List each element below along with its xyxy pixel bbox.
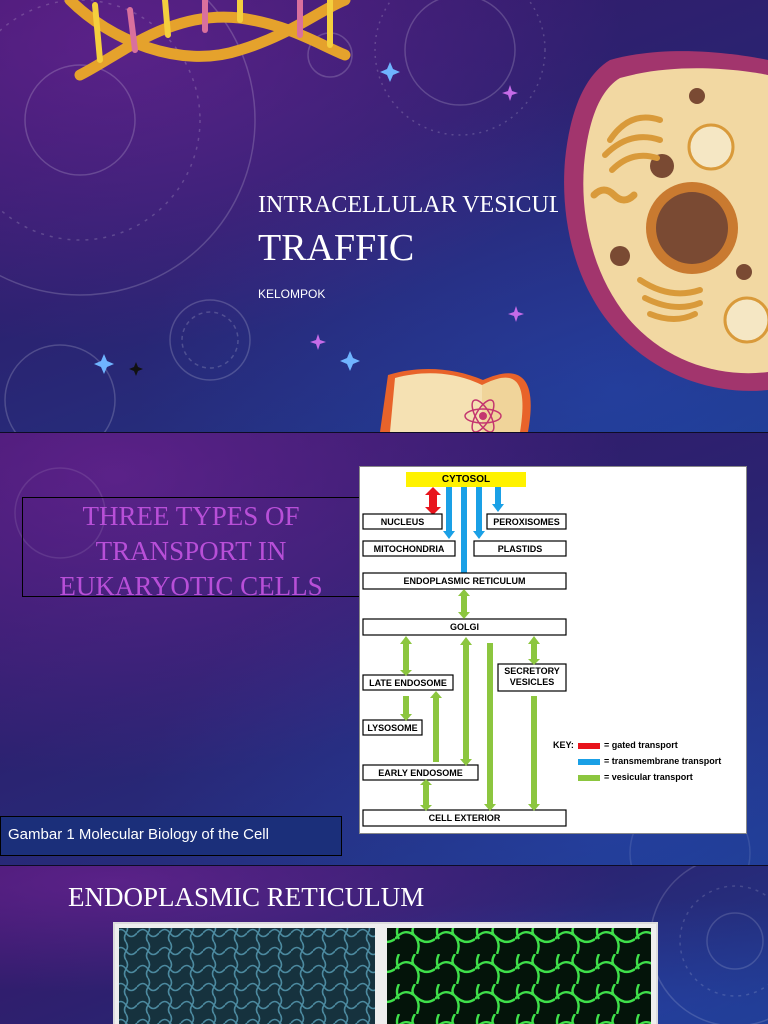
legend-swatches xyxy=(578,743,600,781)
open-book-icon xyxy=(380,368,531,432)
figure-caption: Gambar 1 Molecular Biology of the Cell xyxy=(8,826,269,843)
label-early-endosome: EARLY ENDOSOME xyxy=(378,768,463,778)
slide-subtitle: KELOMPOK xyxy=(258,287,326,301)
er-micrographs xyxy=(113,922,658,1024)
label-late-endosome: LATE ENDOSOME xyxy=(369,678,447,688)
legend-transmembrane: = transmembrane transport xyxy=(604,756,722,766)
heading-line-3: EUKARYOTIC CELLS xyxy=(59,571,323,601)
vesicular-arrows xyxy=(403,595,537,807)
legend-gated: = gated transport xyxy=(604,740,678,750)
label-golgi: GOLGI xyxy=(450,622,479,632)
label-plastids: PLASTIDS xyxy=(497,544,543,554)
title-slide-art xyxy=(0,0,768,432)
title-slide: INTRACELLULAR VESICULAR TRAFFIC KELOMPOK xyxy=(0,0,768,432)
diagram-canvas xyxy=(362,472,600,827)
label-cell-exterior: CELL EXTERIOR xyxy=(428,813,501,823)
cytosol-box xyxy=(406,472,526,487)
animal-cell-icon xyxy=(564,51,768,391)
caption-box: Gambar 1 Molecular Biology of the Cell xyxy=(0,816,342,856)
label-cytosol: CYTOSOL xyxy=(441,474,491,485)
er-slide: ENDOPLASMIC RETICULUM xyxy=(0,866,768,1024)
slide-title-line2: TRAFFIC xyxy=(258,227,415,269)
label-secretory-vesicles: SECRETORY VESICLES xyxy=(498,666,566,688)
vesicular-arrowheads xyxy=(400,589,540,811)
label-nucleus: NUCLEUS xyxy=(380,517,425,527)
legend-key-label: KEY: xyxy=(553,740,574,750)
compartment-boxes xyxy=(362,513,567,827)
label-secretory-line1: SECRETORY xyxy=(504,666,560,676)
sparkle-icons xyxy=(94,62,524,376)
label-er: ENDOPLASMIC RETICULUM xyxy=(403,576,526,586)
slide-separator xyxy=(0,865,768,866)
label-peroxisomes: PEROXISOMES xyxy=(493,517,560,527)
slide-title-line1: INTRACELLULAR VESICULAR xyxy=(258,192,558,218)
transport-types-slide: THREE TYPES OF TRANSPORT IN EUKARYOTIC C… xyxy=(0,433,768,865)
gated-arrow xyxy=(425,487,441,515)
dna-helix-icon xyxy=(64,0,351,81)
heading-line-2: TRANSPORT IN xyxy=(95,536,287,566)
label-lysosome: LYSOSOME xyxy=(367,723,418,733)
heading-line-1: THREE TYPES OF xyxy=(82,501,300,531)
label-mitochondria: MITOCHONDRIA xyxy=(373,544,445,554)
heading-box: THREE TYPES OF TRANSPORT IN EUKARYOTIC C… xyxy=(22,497,360,601)
legend-vesicular: = vesicular transport xyxy=(604,772,693,782)
slide-heading: THREE TYPES OF TRANSPORT IN EUKARYOTIC C… xyxy=(23,498,359,604)
transport-diagram: CYTOSOL NUCLEUS PEROXISOMES MITOCHONDRIA… xyxy=(359,466,747,834)
er-micrograph-images xyxy=(119,928,651,1024)
slide-title: ENDOPLASMIC RETICULUM xyxy=(68,882,425,912)
slide-separator xyxy=(0,432,768,433)
label-secretory-line2: VESICLES xyxy=(509,677,555,687)
